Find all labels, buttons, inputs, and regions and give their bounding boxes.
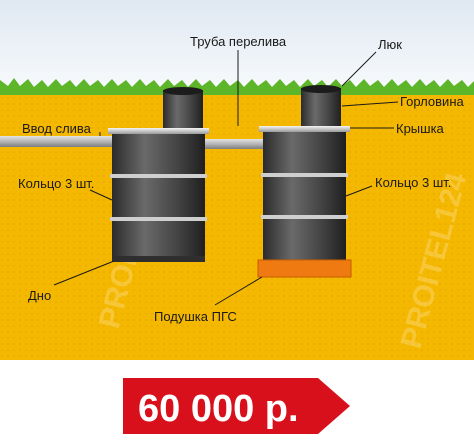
label-neck: Горловина: [400, 94, 464, 109]
right-ring-seam-2: [261, 215, 348, 219]
left-bottom-plate: [112, 256, 205, 262]
left-tank: [108, 87, 209, 262]
leader-cushion: [214, 276, 263, 306]
left-hatch: [163, 87, 203, 95]
right-cover: [259, 126, 350, 132]
gravel-cushion: [257, 259, 352, 278]
right-hatch: [301, 85, 341, 93]
label-cover: Крышка: [396, 121, 445, 136]
right-neck: [301, 88, 341, 128]
left-ring-body: [112, 134, 205, 261]
grass: [0, 78, 474, 95]
label-gravel-cushion: Подушка ПГС: [154, 309, 237, 324]
price-text: 60 000 р.: [138, 388, 299, 430]
label-bottom: Дно: [28, 288, 51, 303]
soil-texture: [0, 88, 474, 360]
left-ring-seam-1: [110, 174, 207, 178]
left-neck: [163, 90, 203, 130]
leader-ring-left: [89, 189, 113, 201]
sky: [0, 0, 474, 92]
label-hatch: Люк: [378, 37, 402, 52]
label-inlet: Ввод слива: [22, 121, 92, 136]
right-ring-body: [263, 132, 346, 260]
leader-bottom: [53, 260, 115, 286]
label-ring-right: Кольцо 3 шт.: [375, 175, 451, 190]
leader-neck: [341, 101, 399, 107]
label-ring-left: Кольцо 3 шт.: [18, 176, 94, 191]
right-tank: [257, 85, 352, 278]
leader-hatch: [341, 51, 377, 87]
inlet-pipe: [0, 136, 112, 147]
overflow-pipe: [205, 139, 265, 149]
left-ring-seam-2: [110, 217, 207, 221]
right-ring-seam-1: [261, 173, 348, 177]
price-banner: 60 000 р.: [123, 378, 350, 434]
leader-lines: [53, 50, 399, 306]
leader-ring-right: [345, 185, 373, 197]
left-cover: [108, 128, 209, 134]
label-overflow-pipe: Труба перелива: [190, 34, 287, 49]
price-banner-bg: [123, 378, 350, 434]
